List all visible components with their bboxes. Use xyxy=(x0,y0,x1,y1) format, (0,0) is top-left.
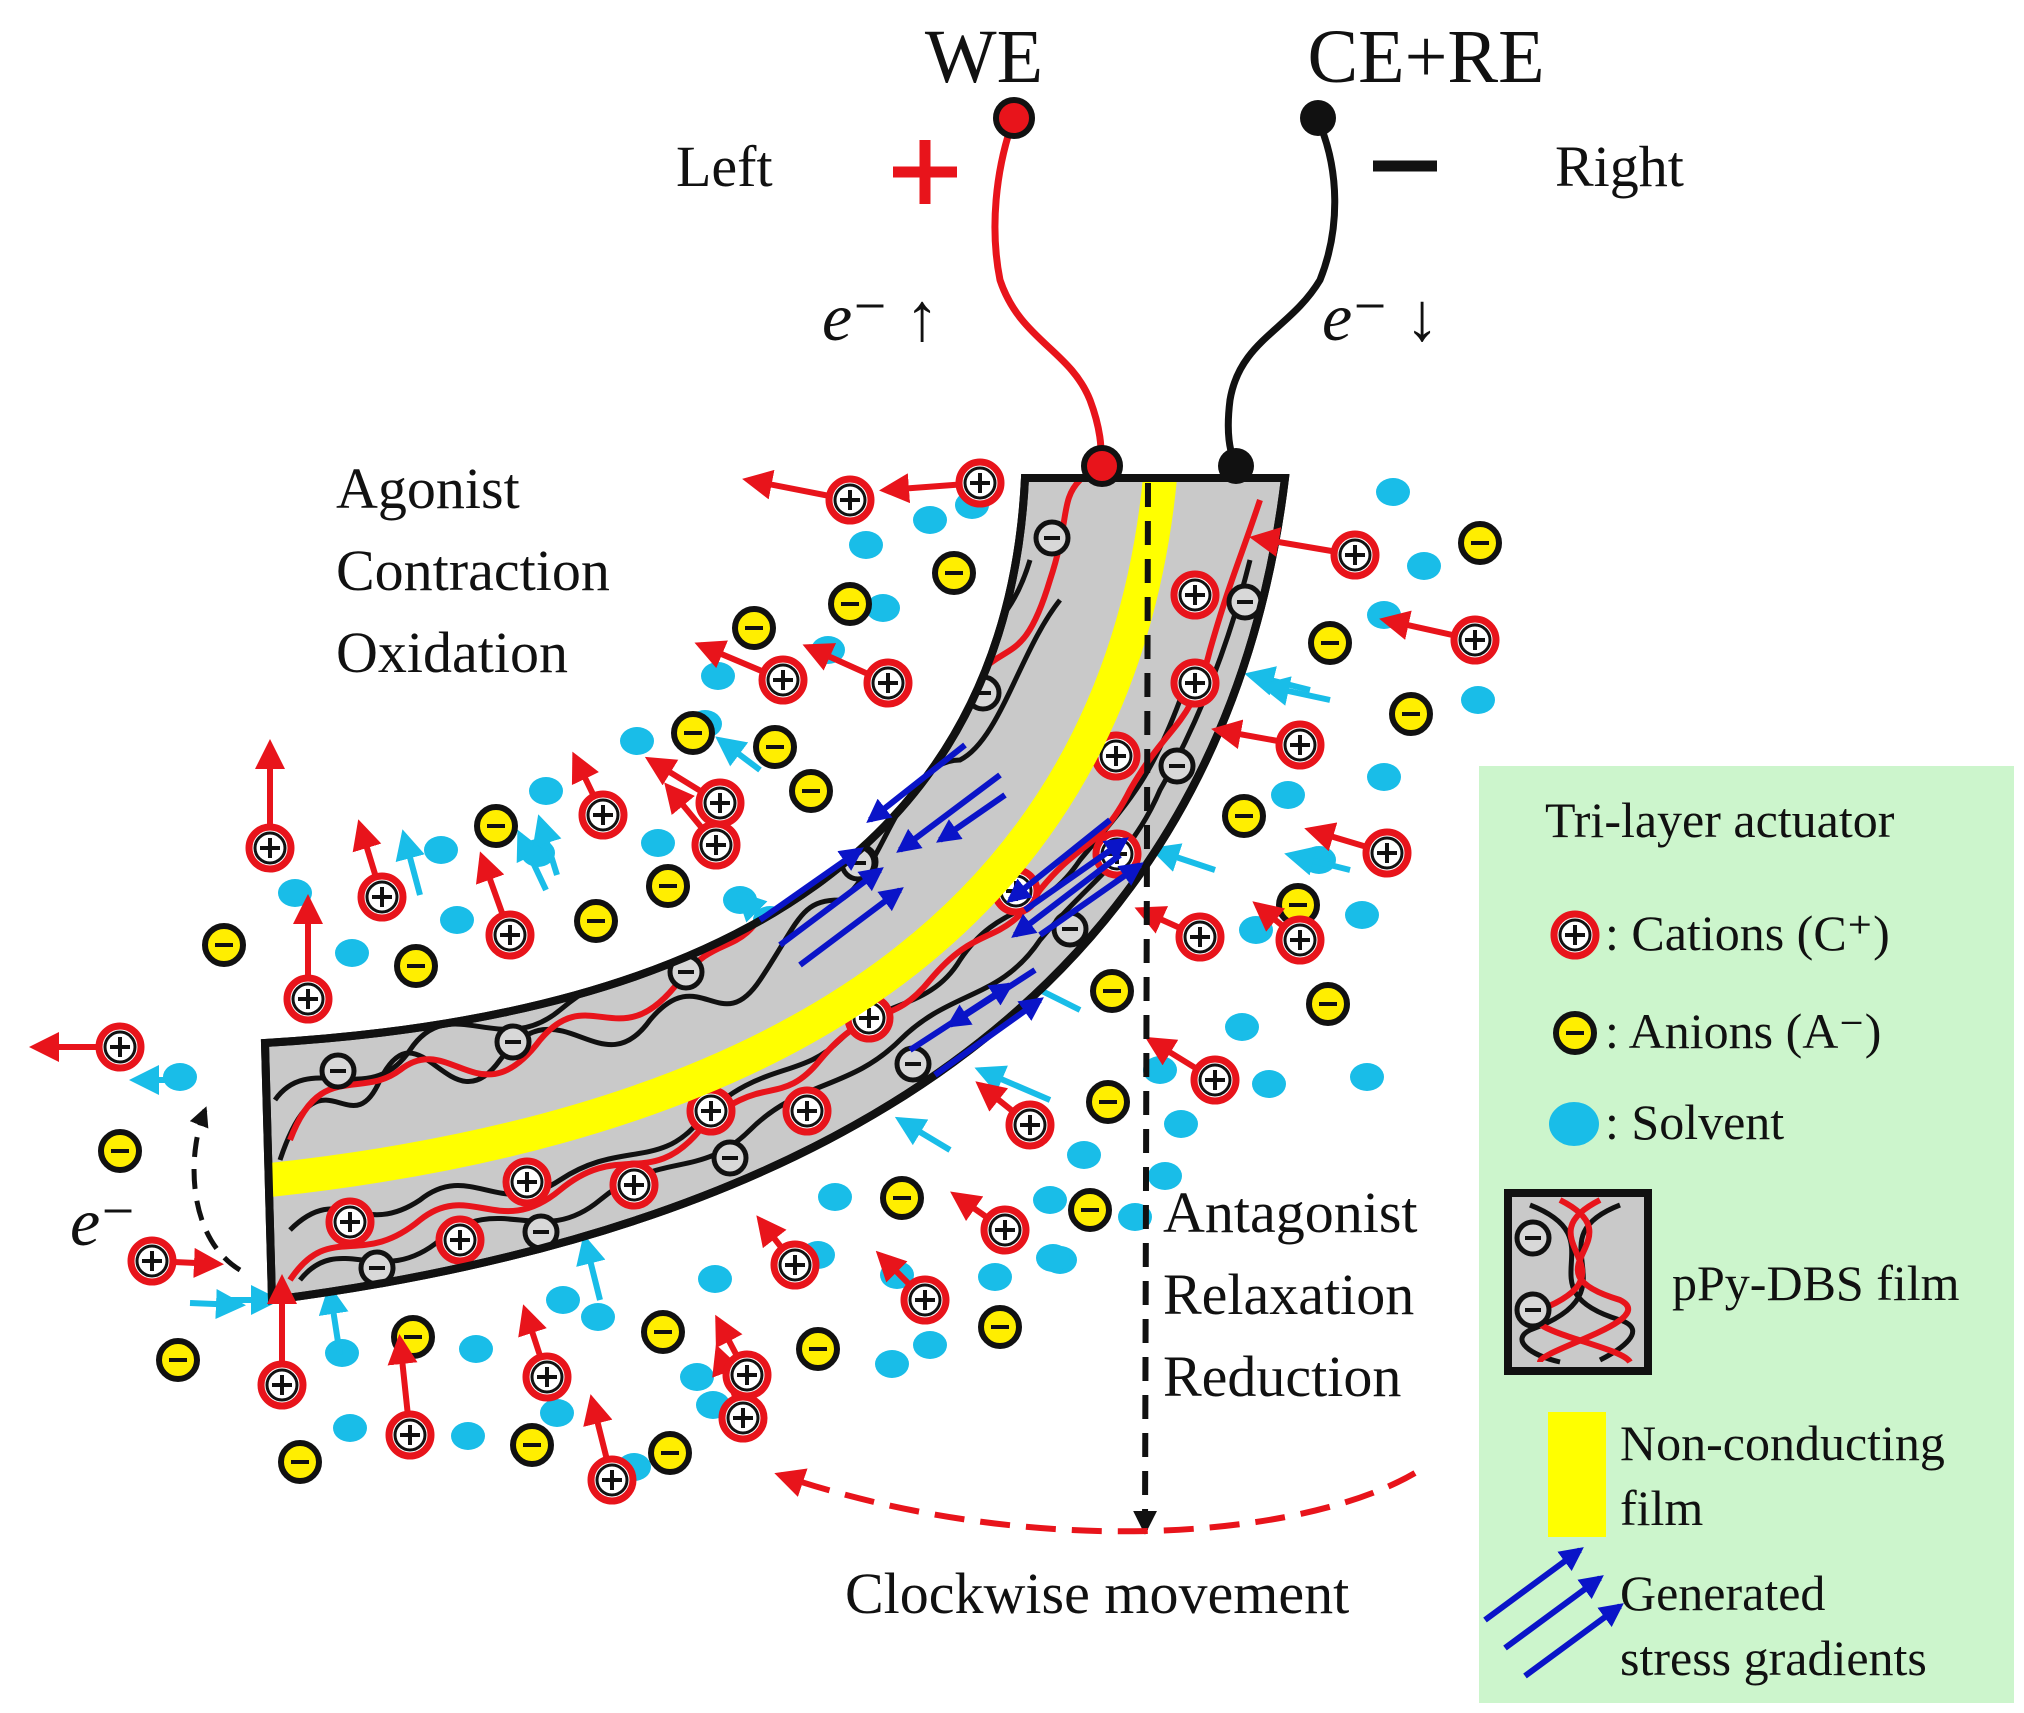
solvent-arrows xyxy=(129,666,1351,1356)
right-label: Right xyxy=(1555,134,1684,199)
left-label: Left xyxy=(676,134,773,199)
agonist-label: Agonist Contraction Oxidation xyxy=(336,456,624,685)
legend-nonconducting-icon xyxy=(1548,1412,1606,1537)
vertical-dashed-arrow xyxy=(1133,482,1158,1535)
legend-film-icon xyxy=(1504,1189,1652,1375)
ce-contact xyxy=(1218,448,1254,484)
we-contact xyxy=(1081,445,1123,487)
we-terminal[interactable] xyxy=(993,97,1035,139)
legend-solvent-icon xyxy=(1549,1102,1599,1146)
ce-terminal[interactable] xyxy=(1300,100,1336,136)
electrode-wires xyxy=(991,116,1339,471)
we-wire xyxy=(991,116,1106,471)
electron-down-label: e⁻ ↓ xyxy=(1322,279,1439,355)
legend-stress-icon xyxy=(1483,1547,1624,1679)
movement-label: Clockwise movement xyxy=(845,1561,1349,1626)
non-conducting-layer xyxy=(268,476,1177,1197)
electron-path-arc xyxy=(189,1106,242,1273)
legend-film-label: pPy-DBS film xyxy=(1672,1255,1960,1311)
we-label: WE xyxy=(925,15,1043,99)
legend: Tri-layer actuator : Cations (C⁺) : Anio… xyxy=(1479,766,2014,1703)
legend-cations-label: : Cations (C⁺) xyxy=(1605,905,1890,961)
legend-stress-label: Generated stress gradients xyxy=(1620,1565,1927,1686)
stress-gradient-arrows xyxy=(758,742,1144,1078)
plus-sign-icon xyxy=(893,140,957,204)
legend-cation-icon xyxy=(1554,914,1596,956)
ce-re-label: CE+RE xyxy=(1307,15,1544,99)
ppy-dbs-film xyxy=(260,474,1290,1305)
legend-anions-label: : Anions (A⁻) xyxy=(1605,1003,1881,1059)
electron-left-label: e⁻ xyxy=(70,1184,136,1260)
legend-anion-icon xyxy=(1556,1014,1594,1052)
antagonist-label: Antagonist Relaxation Reduction xyxy=(1163,1180,1432,1409)
legend-nonconducting-label: Non-conducting film xyxy=(1620,1415,1957,1536)
legend-title: Tri-layer actuator xyxy=(1545,792,1895,848)
electron-up-label: e⁻ ↑ xyxy=(822,279,939,355)
clockwise-arc xyxy=(774,1468,1417,1535)
legend-solvent-label: : Solvent xyxy=(1605,1094,1784,1150)
ce-wire xyxy=(1224,118,1339,471)
